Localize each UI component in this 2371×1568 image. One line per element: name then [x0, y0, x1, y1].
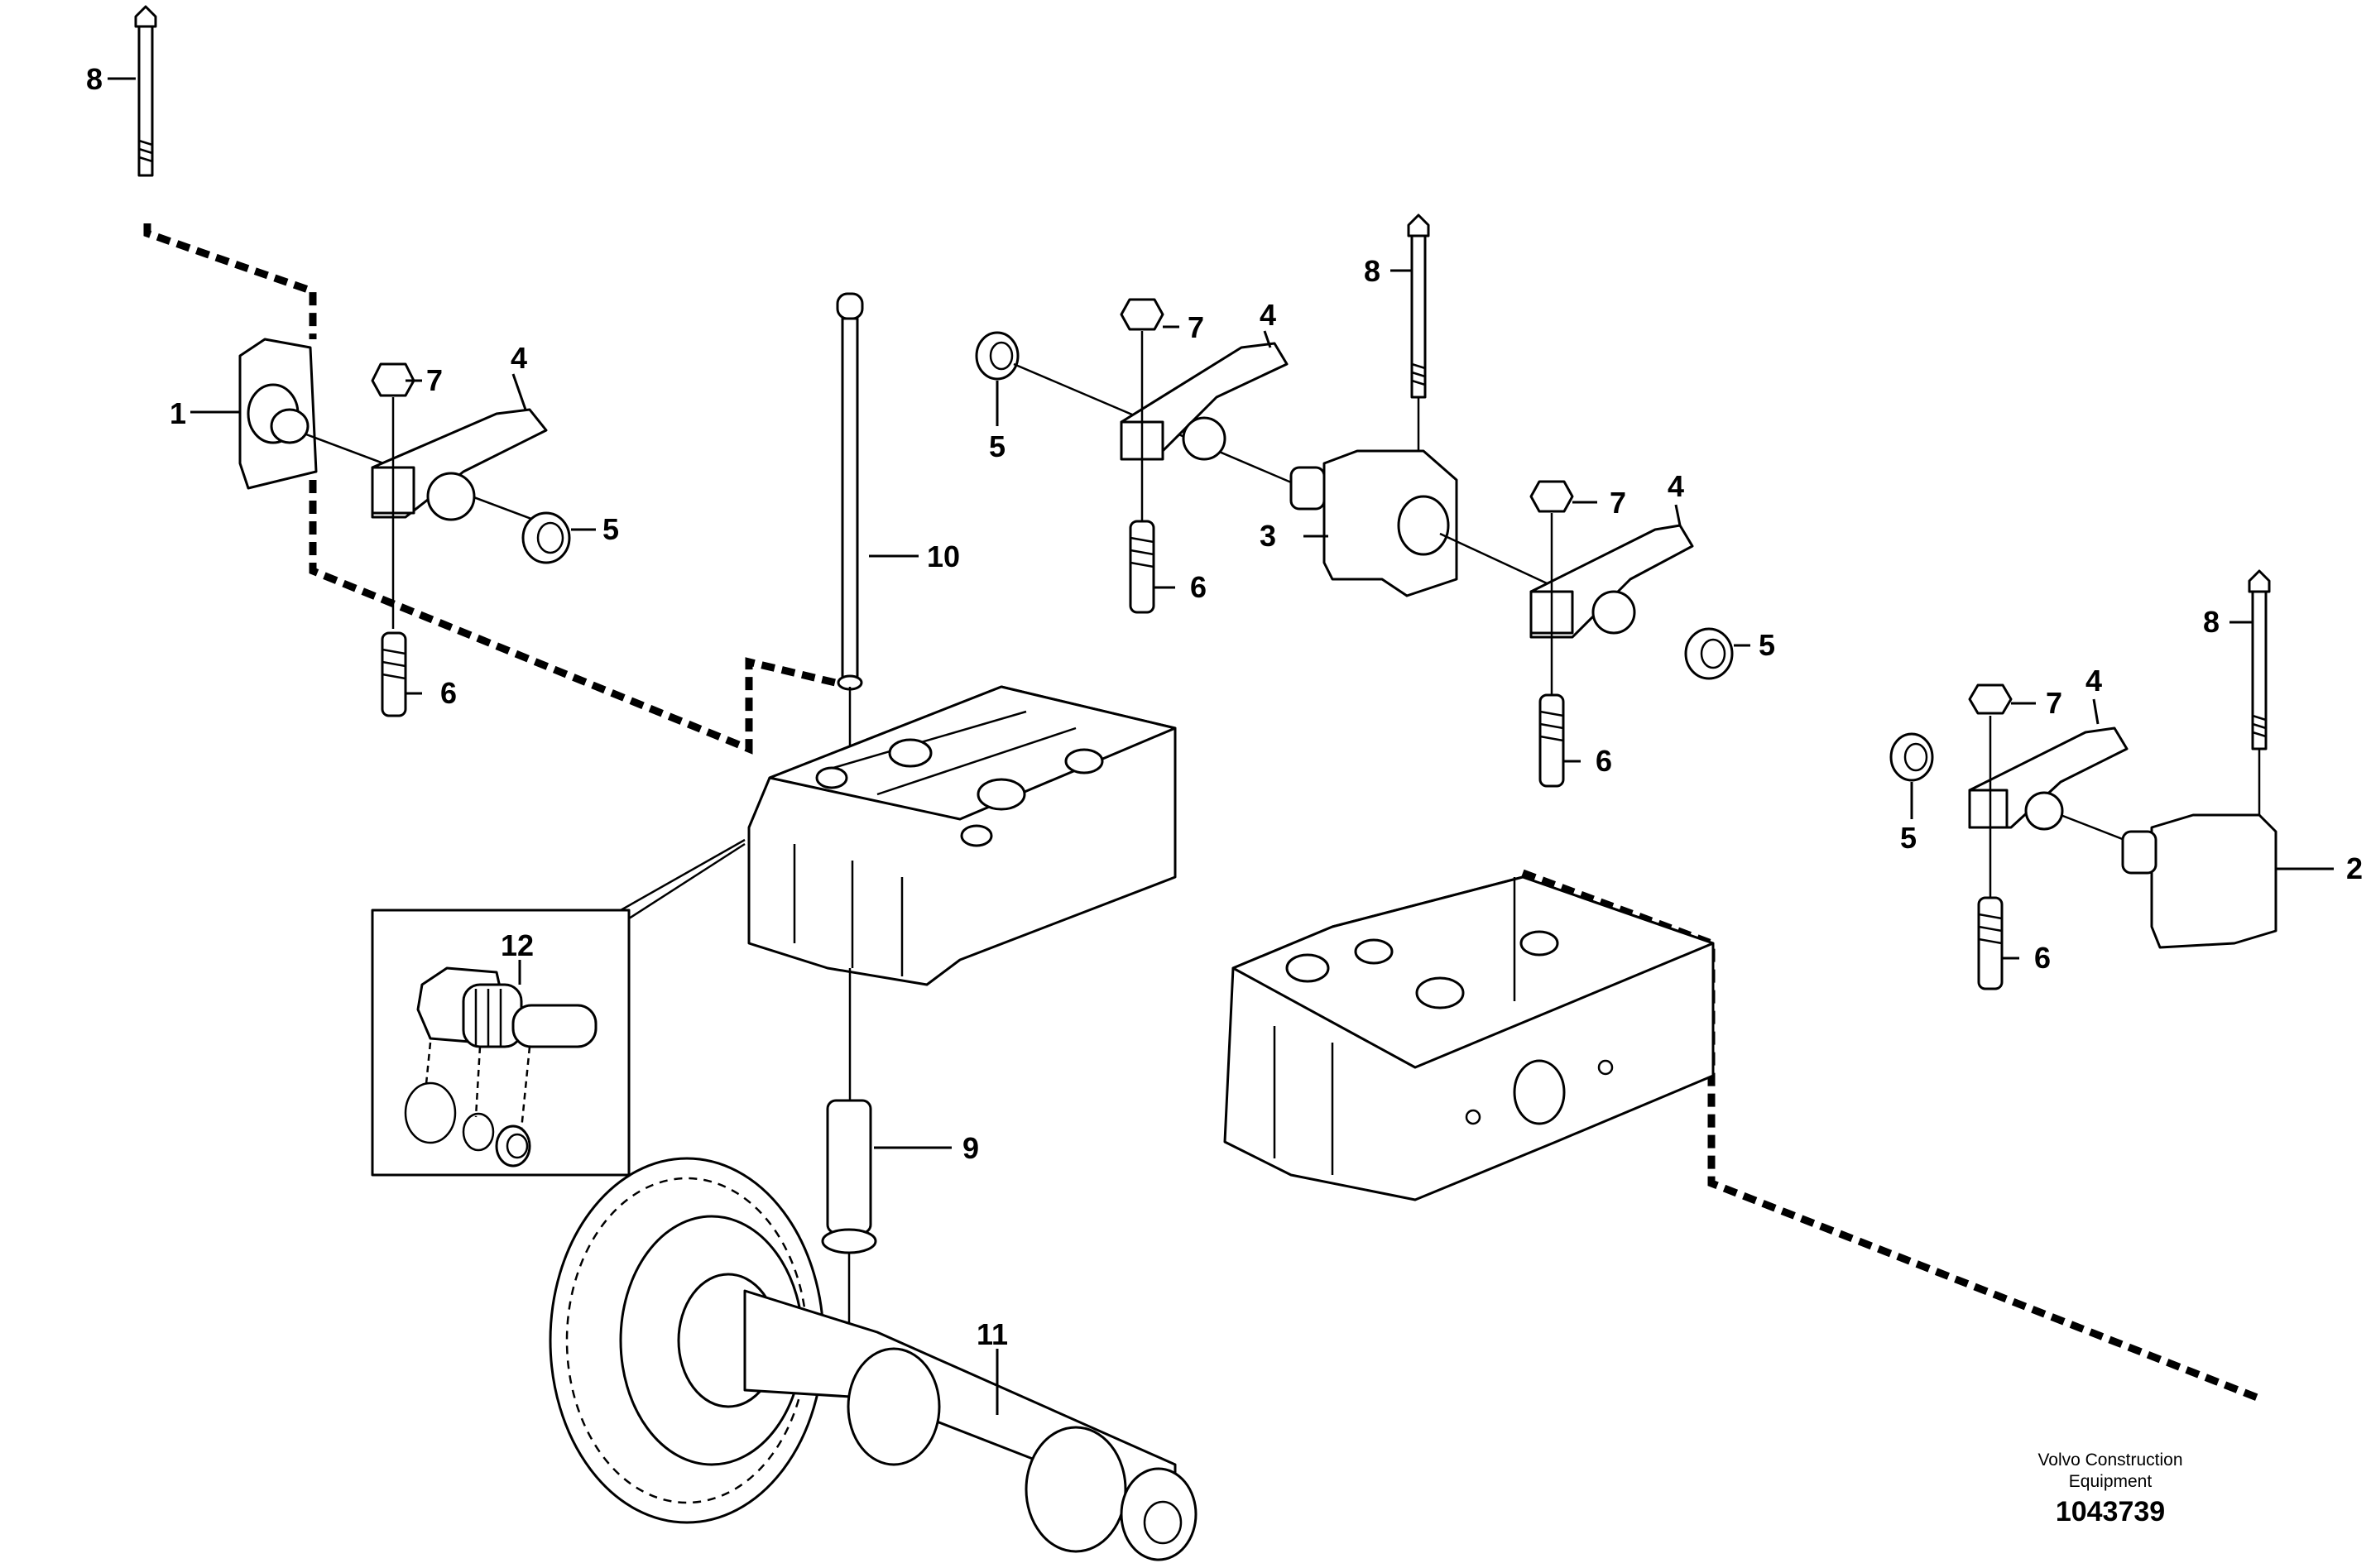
- callout-10: 10: [927, 539, 960, 573]
- callout-11: 11: [977, 1317, 1008, 1351]
- callout-4-right: 4: [2085, 664, 2102, 698]
- callout-3: 3: [1260, 519, 1276, 553]
- rocker-arm-4a: [371, 408, 548, 519]
- publisher-credit: Volvo Construction Equipment: [1986, 1450, 2234, 1493]
- callout-5-center-right: 5: [1759, 628, 1775, 662]
- callout-6-center-right: 6: [1596, 744, 1612, 778]
- credit-line-2: Equipment: [2068, 1472, 2153, 1491]
- callout-8-left: 8: [86, 62, 103, 96]
- bolt-middle: [1390, 213, 1430, 468]
- nut-7b: [1120, 298, 1164, 331]
- callout-2: 2: [2346, 851, 2363, 885]
- cylinder-head-right: [1223, 875, 1715, 1201]
- detail-inset-12: [371, 838, 746, 1177]
- callout-9: 9: [962, 1131, 979, 1165]
- tappet-9: [821, 968, 952, 1357]
- push-rod-10: [836, 292, 919, 836]
- rocker-bracket-2: [2150, 813, 2277, 949]
- callout-8-mid: 8: [1364, 254, 1380, 288]
- callout-labels: 8 1 7 4 5 6 10 12 9 11 5 7 4 8 3 6 7 4 5…: [86, 62, 2363, 1351]
- callout-7-right: 7: [2046, 686, 2062, 720]
- rocker-assembly-center-right: [1529, 480, 1750, 788]
- callout-4-left: 4: [511, 341, 527, 375]
- callout-7-center-right: 7: [1610, 486, 1626, 520]
- callout-7-left: 7: [426, 363, 443, 397]
- credit-line-1: Volvo Construction: [2037, 1451, 2183, 1470]
- callout-6-left: 6: [440, 676, 457, 710]
- cylinder-head-left: [747, 685, 1177, 986]
- callout-4-mid: 4: [1260, 298, 1276, 332]
- bolt-right: [2229, 569, 2271, 815]
- rocker-assembly-left: [190, 338, 596, 717]
- camshaft-11: [549, 1157, 1197, 1561]
- callout-12: 12: [501, 928, 534, 962]
- callout-1: 1: [170, 396, 186, 430]
- callout-5-left: 5: [602, 512, 619, 546]
- rocker-assembly-middle: [975, 298, 1557, 614]
- nut-7d: [1968, 683, 2013, 715]
- rocker-bracket-3: [1322, 449, 1458, 597]
- nut-7c: [1529, 480, 1574, 513]
- callout-8-right: 8: [2203, 605, 2220, 639]
- document-number: 1043739: [2055, 1496, 2166, 1527]
- rocker-assembly-right: [1889, 683, 2334, 990]
- callout-4-center-right: 4: [1668, 469, 1684, 503]
- callout-5-mid: 5: [989, 429, 1006, 463]
- seal-5c: [1684, 627, 1734, 680]
- callout-6-right: 6: [2034, 941, 2051, 975]
- callout-7-mid: 7: [1188, 310, 1204, 344]
- callout-6-mid: 6: [1190, 570, 1207, 604]
- bolt-left: [108, 5, 157, 177]
- callout-5-right: 5: [1900, 821, 1917, 855]
